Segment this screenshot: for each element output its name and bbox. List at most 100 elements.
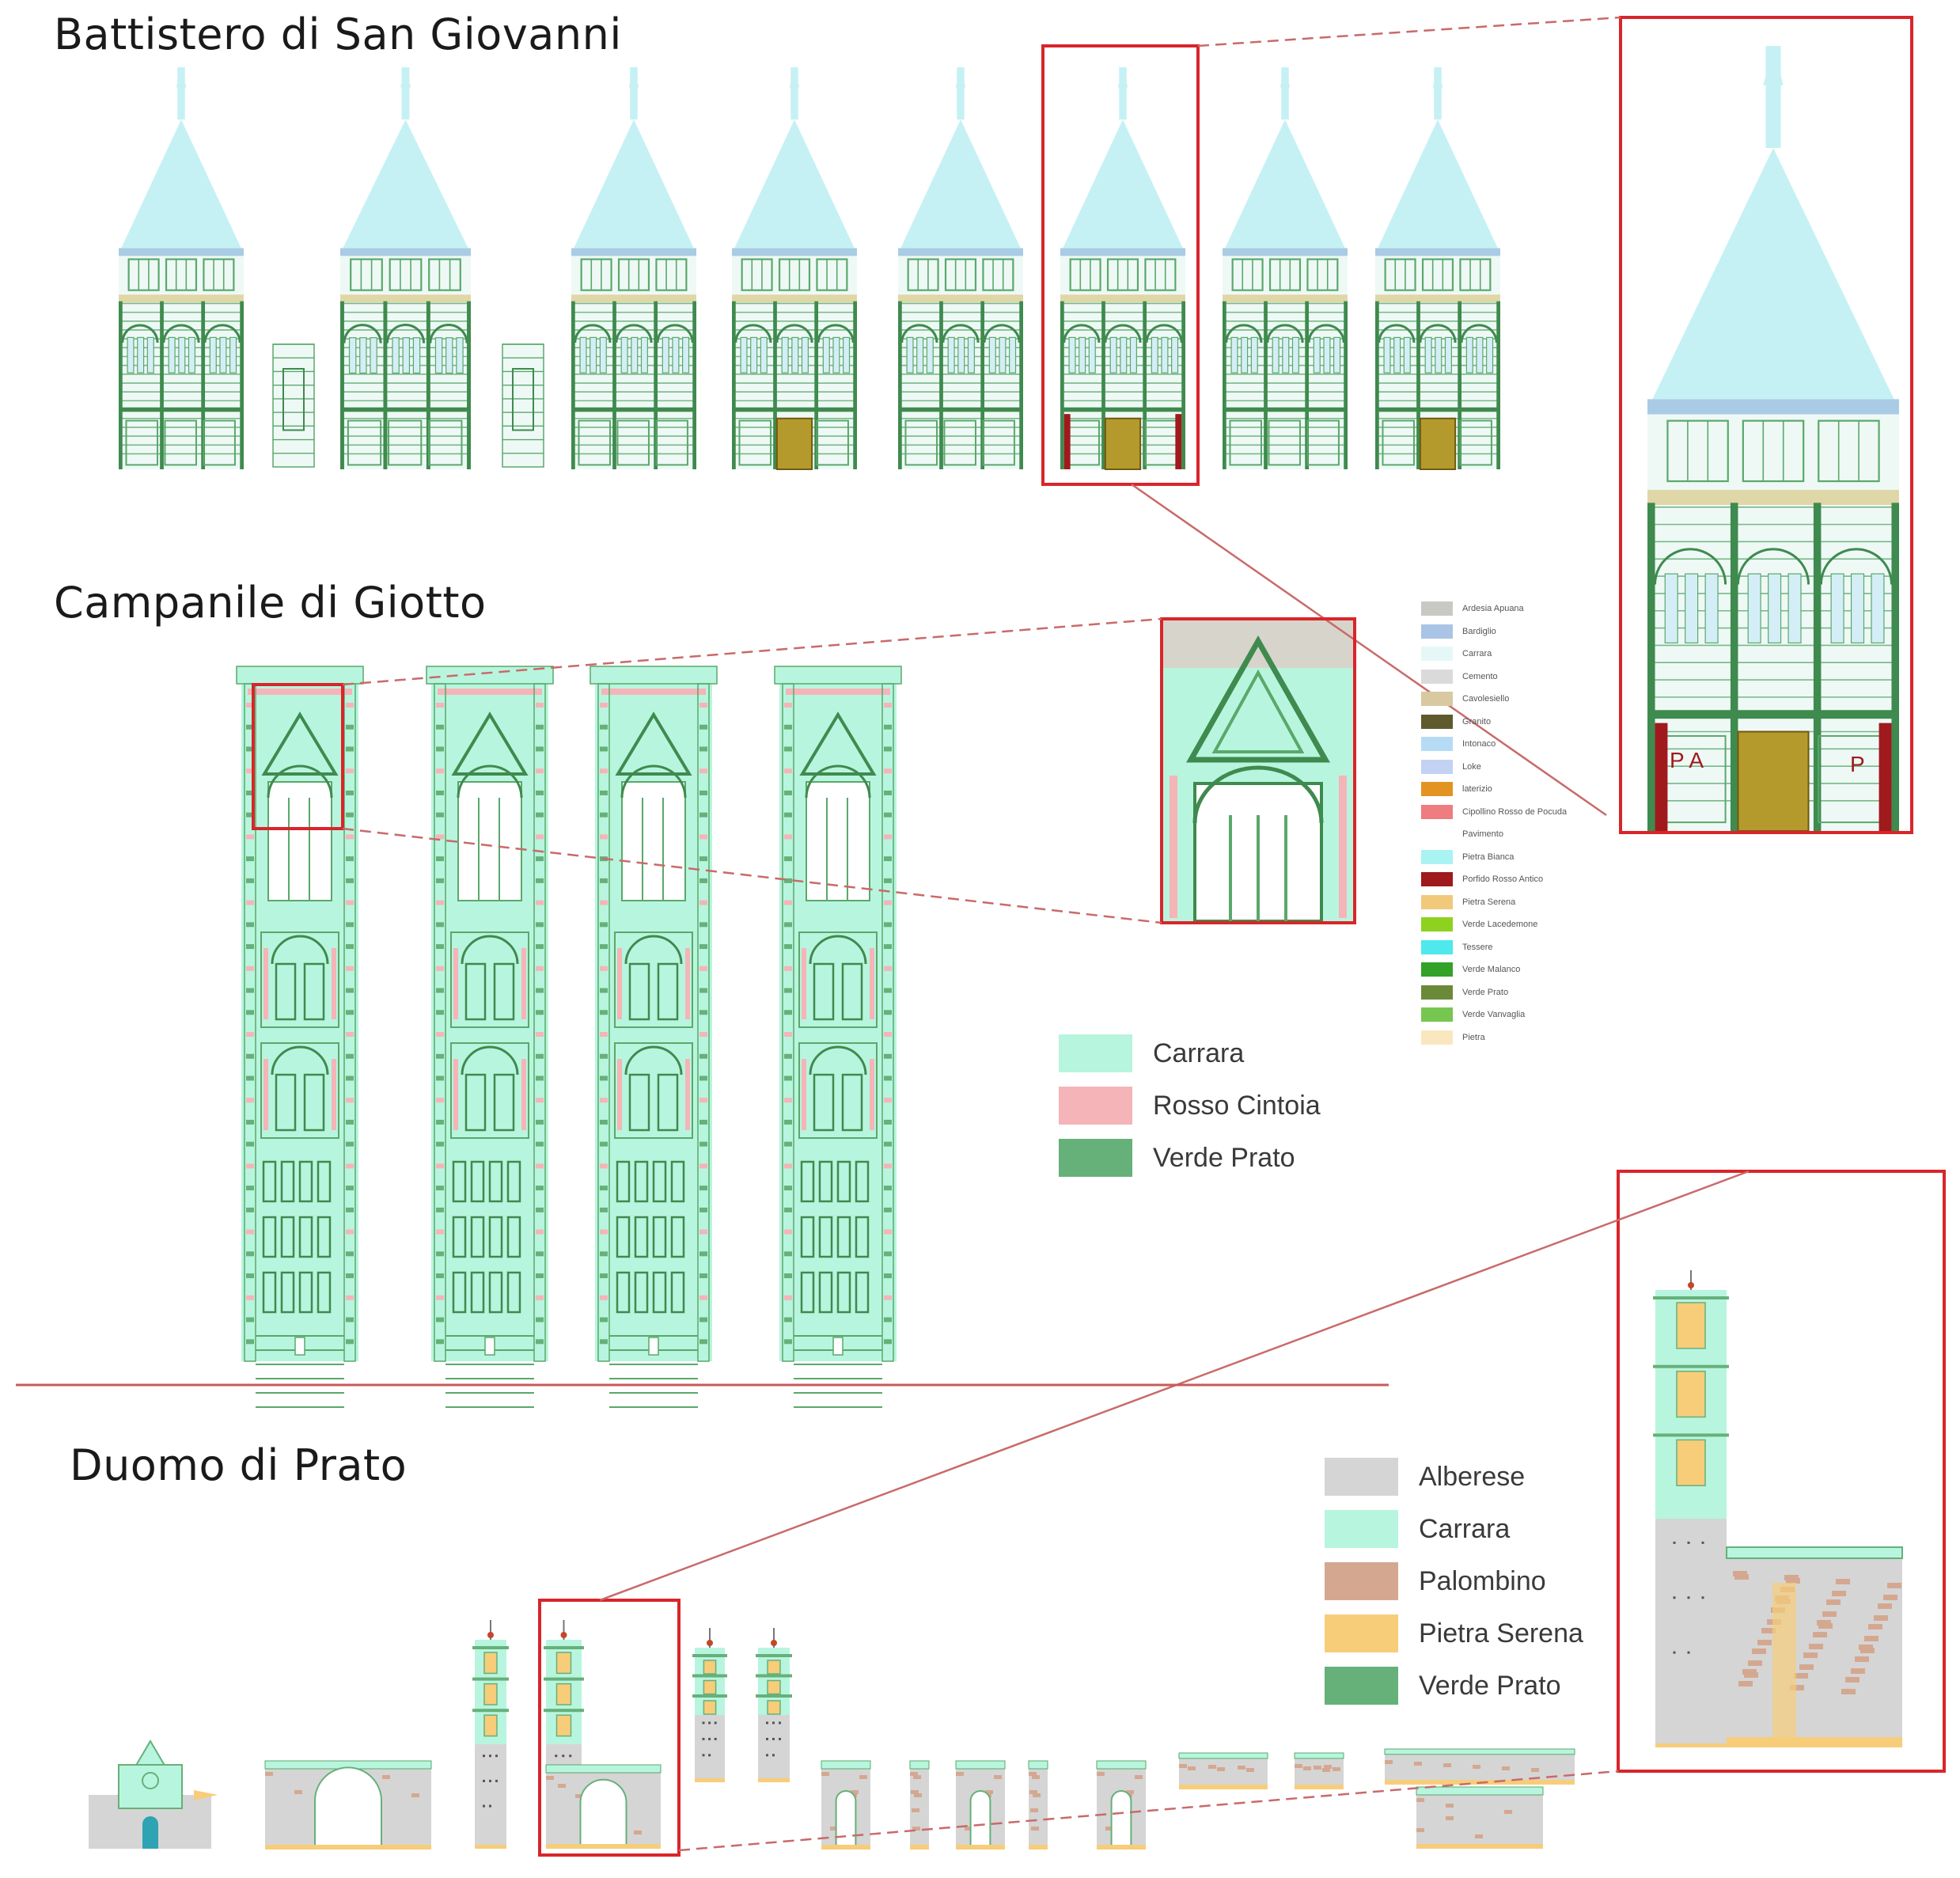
arch-window xyxy=(1486,336,1494,374)
palombino-patch xyxy=(1794,1673,1808,1679)
wall xyxy=(1416,1787,1543,1849)
legend-swatch xyxy=(1421,827,1453,842)
arch xyxy=(983,324,1021,343)
wall-cornice xyxy=(1416,1786,1544,1796)
light xyxy=(464,1073,487,1132)
window-arch xyxy=(624,935,683,965)
pilaster xyxy=(980,301,985,469)
window-frame xyxy=(450,931,529,1028)
legend-swatch xyxy=(1325,1667,1398,1705)
panel xyxy=(506,1160,521,1203)
arch-window xyxy=(682,336,690,374)
pilaster-inlay xyxy=(346,988,354,993)
arch-window xyxy=(1151,336,1158,374)
tower-opening xyxy=(767,1679,781,1695)
cornice xyxy=(1223,248,1348,256)
pilaster-inlay xyxy=(246,988,254,993)
palombino-patch xyxy=(1385,1760,1393,1764)
putlog-hole xyxy=(772,1754,775,1757)
plinth xyxy=(910,1845,929,1850)
legend-swatch xyxy=(1421,849,1453,864)
tower-band xyxy=(544,1709,584,1713)
palombino-patch xyxy=(851,1790,859,1794)
palombino-patch xyxy=(546,1776,554,1780)
legend-swatch xyxy=(1421,759,1453,774)
plinth xyxy=(546,1844,661,1849)
facade-centre xyxy=(118,1764,183,1809)
prato-detail-inset xyxy=(1653,1270,1903,1747)
pilaster-inlay xyxy=(784,746,792,752)
arch-window xyxy=(1109,336,1117,374)
putlog-hole xyxy=(766,1737,768,1740)
arch xyxy=(162,324,200,343)
plinth xyxy=(1295,1785,1344,1789)
palombino-patch xyxy=(411,1793,419,1797)
arch-window xyxy=(1230,336,1238,374)
arch xyxy=(203,324,241,343)
spire xyxy=(1281,67,1289,120)
panel xyxy=(836,1216,851,1258)
pilaster-inlay xyxy=(884,1229,892,1235)
putlog-hole xyxy=(766,1721,768,1724)
legend-label: Loke xyxy=(1462,761,1481,772)
lower-band xyxy=(571,407,696,412)
pilaster-inlay xyxy=(884,790,892,795)
palombino-patch xyxy=(912,1827,920,1831)
red-strip xyxy=(263,948,268,1019)
tower-band xyxy=(472,1709,509,1713)
arched-opening xyxy=(969,1790,991,1850)
spire-tip xyxy=(1117,67,1128,88)
attic-window xyxy=(389,258,423,291)
pilaster-inlay xyxy=(536,1273,544,1279)
arch-window xyxy=(1250,336,1258,374)
panel xyxy=(506,1271,521,1314)
pilaster-inlay xyxy=(346,768,354,774)
spire xyxy=(401,67,410,120)
arch-window xyxy=(760,336,768,374)
arch-window xyxy=(137,336,145,374)
attic-window xyxy=(1306,258,1339,291)
palombino-patch xyxy=(1851,1668,1865,1674)
wall-cornice xyxy=(1028,1760,1048,1770)
cornice xyxy=(340,248,471,256)
pilaster-inlay xyxy=(699,724,707,730)
tower-band xyxy=(1653,1433,1729,1437)
arch-window xyxy=(967,336,975,374)
pilaster xyxy=(1143,301,1147,469)
pilaster-inlay xyxy=(699,1032,707,1037)
legend-swatch xyxy=(1421,1007,1453,1022)
campanile-highlight-frame xyxy=(252,683,344,830)
light xyxy=(813,962,835,1021)
corner-pilaster xyxy=(434,683,446,1362)
segment-window xyxy=(512,368,534,431)
legend-label: Pietra Bianca xyxy=(1462,852,1515,862)
band xyxy=(340,294,471,303)
pyramid-roof xyxy=(121,120,241,249)
panel xyxy=(280,1160,295,1203)
putlog-hole xyxy=(562,1755,565,1758)
light xyxy=(493,962,515,1021)
panel xyxy=(800,1271,815,1314)
pilaster-inlay xyxy=(536,1141,544,1147)
pilaster-inlay xyxy=(884,1032,892,1037)
pilaster-inlay xyxy=(346,746,354,752)
lower-panel xyxy=(738,419,771,466)
campanile-detail-inset xyxy=(1163,620,1353,923)
light xyxy=(628,962,650,1021)
palombino-patch xyxy=(821,1772,829,1776)
attic-window xyxy=(982,258,1014,291)
arch xyxy=(429,324,468,343)
pilaster-inlay xyxy=(600,1119,608,1125)
pilaster-inlay xyxy=(600,878,608,883)
tower-band xyxy=(756,1674,792,1678)
pilaster-inlay xyxy=(436,1207,444,1212)
belfry-arch xyxy=(620,764,687,799)
pilaster-inlay xyxy=(436,856,444,862)
red-band xyxy=(601,689,706,695)
pilaster-inlay xyxy=(536,746,544,752)
palombino-patch xyxy=(1742,1669,1757,1675)
lower-panel xyxy=(388,419,423,466)
pilaster-inlay xyxy=(784,768,792,774)
spire-finial xyxy=(560,1632,567,1638)
pilaster-inlay xyxy=(536,812,544,818)
